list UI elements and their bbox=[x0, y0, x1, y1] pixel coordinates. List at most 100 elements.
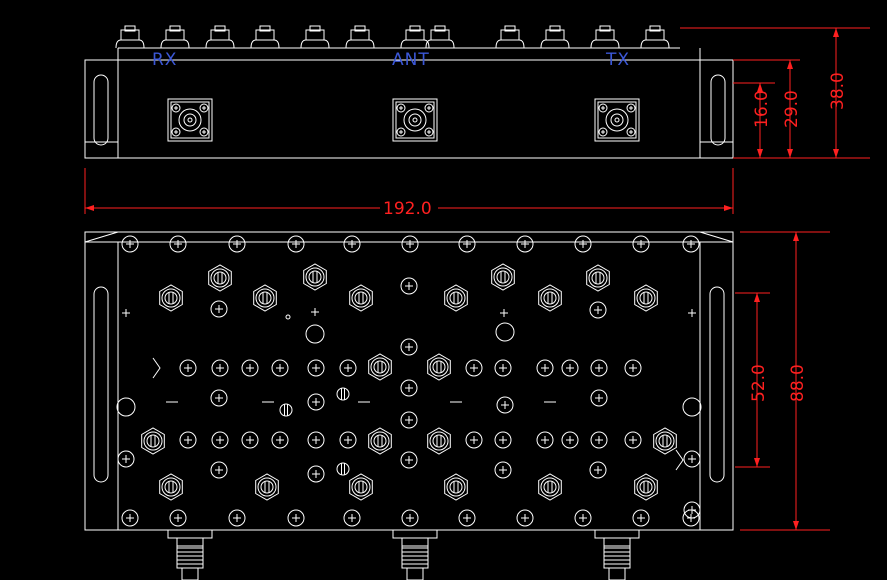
tuning-nut bbox=[159, 473, 183, 501]
tuning-nut bbox=[141, 427, 165, 455]
screw bbox=[624, 359, 642, 377]
side-screw bbox=[345, 25, 375, 49]
side-screw bbox=[300, 25, 330, 49]
dim-text-52: 52.0 bbox=[749, 364, 769, 402]
port-label-rx: RX bbox=[152, 50, 177, 70]
dim-text-16: 16.0 bbox=[752, 90, 772, 128]
screw bbox=[241, 359, 259, 377]
dim-text-29: 29.0 bbox=[782, 90, 802, 128]
top-slot-left bbox=[93, 286, 109, 483]
tuning-nut bbox=[427, 353, 451, 381]
hole-small bbox=[285, 314, 291, 320]
screw bbox=[210, 389, 228, 407]
tuning-nut bbox=[444, 473, 468, 501]
screw bbox=[683, 450, 701, 468]
side-body bbox=[84, 59, 734, 159]
n-connector bbox=[392, 98, 438, 142]
hole bbox=[495, 322, 515, 342]
side-screw bbox=[495, 25, 525, 49]
screw bbox=[401, 235, 419, 253]
side-dimensions bbox=[680, 27, 870, 159]
tuning-nut bbox=[349, 284, 373, 312]
screw bbox=[271, 431, 289, 449]
hole bbox=[116, 397, 136, 417]
screw bbox=[287, 235, 305, 253]
screw bbox=[169, 509, 187, 527]
slot-screw bbox=[279, 403, 293, 417]
screw bbox=[683, 501, 701, 519]
screw bbox=[228, 509, 246, 527]
tuning-nut bbox=[491, 263, 515, 291]
side-screw bbox=[640, 25, 670, 49]
screw bbox=[465, 431, 483, 449]
screw bbox=[574, 509, 592, 527]
width-dimension bbox=[84, 168, 734, 214]
screw bbox=[516, 235, 534, 253]
screw bbox=[271, 359, 289, 377]
screw bbox=[210, 461, 228, 479]
screw bbox=[400, 379, 418, 397]
bottom-sma-connectors bbox=[167, 529, 640, 580]
tuning-nut bbox=[586, 264, 610, 292]
side-screw bbox=[115, 25, 145, 49]
screw bbox=[589, 461, 607, 479]
tuning-nut bbox=[427, 427, 451, 455]
screw bbox=[516, 509, 534, 527]
dim-text-88: 88.0 bbox=[788, 364, 808, 402]
tuning-nut bbox=[159, 284, 183, 312]
screw bbox=[632, 235, 650, 253]
screw bbox=[536, 359, 554, 377]
side-screw bbox=[250, 25, 280, 49]
screw bbox=[210, 300, 228, 318]
side-screw bbox=[425, 25, 455, 49]
slot-screw bbox=[336, 387, 350, 401]
screw bbox=[228, 235, 246, 253]
screw bbox=[307, 393, 325, 411]
screw bbox=[561, 431, 579, 449]
screw bbox=[589, 301, 607, 319]
tuning-nut bbox=[303, 263, 327, 291]
screw bbox=[179, 431, 197, 449]
chevron bbox=[675, 449, 684, 471]
tuning-nut bbox=[634, 473, 658, 501]
tuning-nut bbox=[444, 284, 468, 312]
screw bbox=[343, 235, 361, 253]
screw bbox=[624, 431, 642, 449]
side-screw bbox=[400, 25, 430, 49]
tuning-nut bbox=[255, 473, 279, 501]
side-screw bbox=[590, 25, 620, 49]
screw bbox=[339, 359, 357, 377]
screw bbox=[682, 235, 700, 253]
top-features bbox=[116, 235, 702, 527]
screw bbox=[121, 509, 139, 527]
screw bbox=[339, 431, 357, 449]
screw bbox=[211, 431, 229, 449]
side-screw bbox=[160, 25, 190, 49]
tuning-nut bbox=[368, 353, 392, 381]
dim-text-38: 38.0 bbox=[828, 72, 848, 110]
n-connectors-side bbox=[167, 98, 640, 142]
tuning-nut bbox=[538, 473, 562, 501]
mark-plus bbox=[311, 308, 319, 316]
top-view bbox=[84, 231, 734, 580]
screw bbox=[241, 431, 259, 449]
port-label-ant: ANT bbox=[392, 50, 430, 70]
n-connector bbox=[167, 98, 213, 142]
sma-connector bbox=[392, 529, 438, 580]
screw bbox=[401, 509, 419, 527]
screw bbox=[465, 359, 483, 377]
screw bbox=[590, 389, 608, 407]
hole bbox=[682, 397, 702, 417]
screw bbox=[590, 359, 608, 377]
tuning-nut bbox=[634, 284, 658, 312]
screw bbox=[169, 235, 187, 253]
screw bbox=[536, 431, 554, 449]
dim-text-width: 192.0 bbox=[383, 199, 432, 219]
mark-plus bbox=[688, 309, 696, 317]
screw bbox=[561, 359, 579, 377]
sma-connector bbox=[594, 529, 640, 580]
side-slot-left bbox=[93, 74, 109, 146]
side-screw bbox=[540, 25, 570, 49]
